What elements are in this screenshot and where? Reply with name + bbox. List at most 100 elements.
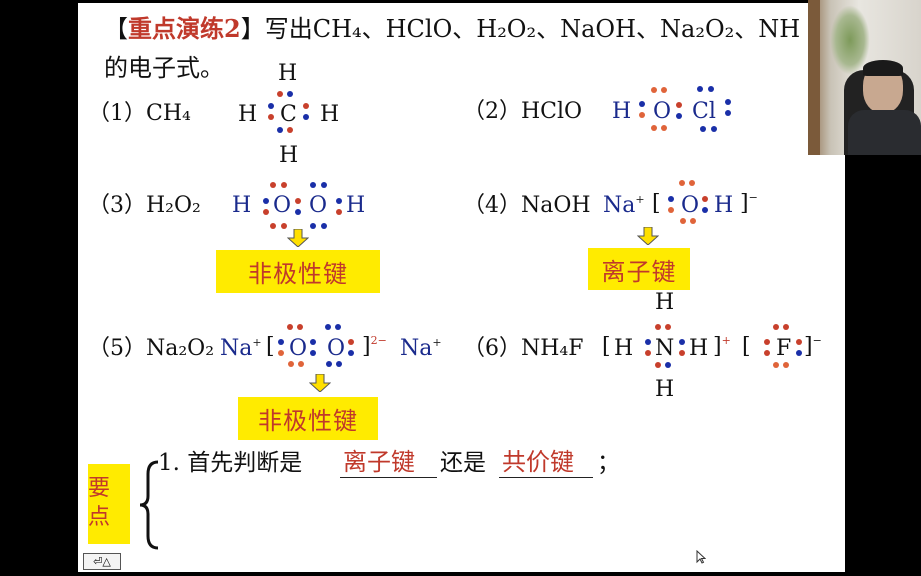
electron-dot bbox=[668, 207, 674, 213]
charge: + bbox=[432, 336, 442, 349]
mouse-cursor-icon bbox=[696, 550, 706, 564]
electron-dot bbox=[690, 218, 696, 224]
electron-dot bbox=[287, 324, 293, 330]
atom-h: H bbox=[346, 193, 366, 218]
label-nonpolar-bond: 非极性键 bbox=[238, 397, 378, 440]
electron-dot bbox=[310, 223, 316, 229]
webcam-person-body bbox=[848, 110, 921, 155]
charge: + bbox=[252, 336, 262, 349]
electron-dot bbox=[764, 350, 770, 356]
electron-dot bbox=[295, 198, 301, 204]
electron-dot bbox=[651, 87, 657, 93]
title-highlight: 重点演练2 bbox=[128, 14, 241, 43]
bracket-left: [ bbox=[652, 191, 661, 216]
electron-dot bbox=[277, 127, 283, 133]
charge: + bbox=[721, 334, 731, 347]
bracket-left: [ bbox=[742, 334, 751, 359]
electron-dot bbox=[651, 125, 657, 131]
electron-dot bbox=[277, 91, 283, 97]
electron-dot bbox=[773, 324, 779, 330]
webcam-person-hair bbox=[863, 60, 903, 76]
down-arrow-icon bbox=[287, 229, 309, 247]
electron-dot bbox=[321, 182, 327, 188]
atom-na: Na bbox=[603, 193, 636, 218]
electron-dot bbox=[263, 198, 269, 204]
electron-dot bbox=[773, 362, 779, 368]
item-5-label: （5）Na₂O₂ bbox=[88, 336, 215, 361]
key-point-1-prefix: 1. 首先判断是 bbox=[158, 450, 303, 476]
electron-dot bbox=[645, 339, 651, 345]
label-nonpolar-bond: 非极性键 bbox=[216, 250, 380, 293]
electron-dot bbox=[287, 91, 293, 97]
atom-c: C bbox=[280, 102, 297, 127]
brace-icon bbox=[139, 460, 159, 550]
electron-dot bbox=[655, 362, 661, 368]
item-2-label: （2）HClO bbox=[463, 99, 583, 124]
webcam-door bbox=[808, 0, 820, 155]
atom-o: O bbox=[327, 336, 346, 361]
electron-dot bbox=[708, 86, 714, 92]
bracket: ] bbox=[740, 191, 749, 216]
atom-o: O bbox=[653, 99, 672, 124]
electron-dot bbox=[268, 103, 274, 109]
webcam-plant bbox=[830, 5, 870, 75]
atom-f: F bbox=[776, 336, 792, 361]
electron-dot bbox=[676, 102, 682, 108]
electron-dot bbox=[281, 182, 287, 188]
item-6-label: （6）NH₄F bbox=[463, 336, 584, 361]
electron-dot bbox=[655, 324, 661, 330]
electron-dot bbox=[796, 339, 802, 345]
bracket-right: ]− bbox=[740, 191, 758, 216]
atom-h: H bbox=[279, 143, 299, 168]
electron-dot bbox=[335, 324, 341, 330]
electron-dot bbox=[665, 324, 671, 330]
charge: − bbox=[812, 334, 822, 347]
slide bbox=[78, 3, 845, 572]
title-text: 写出CH₄、HClO、H₂O₂、NaOH、Na₂O₂、NH bbox=[264, 15, 801, 43]
bracket-left: [ bbox=[266, 334, 275, 359]
blank-answer-1: 离子键 bbox=[343, 448, 415, 476]
electron-dot bbox=[298, 361, 304, 367]
electron-dot bbox=[295, 209, 301, 215]
electron-dot bbox=[270, 223, 276, 229]
electron-dot bbox=[310, 339, 316, 345]
electron-dot bbox=[336, 209, 342, 215]
electron-dot bbox=[679, 180, 685, 186]
atom-h: H bbox=[278, 61, 298, 86]
electron-dot bbox=[281, 223, 287, 229]
electron-dot bbox=[783, 324, 789, 330]
atom-h: H bbox=[689, 336, 709, 361]
bracket: ] bbox=[713, 334, 722, 359]
electron-dot bbox=[336, 198, 342, 204]
electron-dot bbox=[278, 339, 284, 345]
key-points-tag: 要点 bbox=[88, 464, 130, 544]
bracket-left: [ bbox=[602, 334, 611, 359]
bracket: ] bbox=[804, 334, 813, 359]
electron-dot bbox=[310, 350, 316, 356]
electron-dot bbox=[348, 339, 354, 345]
webcam-overlay bbox=[808, 0, 921, 155]
electron-dot bbox=[288, 361, 294, 367]
electron-dot bbox=[348, 350, 354, 356]
atom-h: H bbox=[614, 336, 634, 361]
electron-dot bbox=[639, 112, 645, 118]
electron-dot bbox=[665, 362, 671, 368]
slide-nav-button[interactable]: ⏎△ bbox=[83, 553, 121, 570]
bracket-right: ]2− bbox=[362, 334, 387, 358]
charge: 2− bbox=[370, 334, 387, 347]
atom-o: O bbox=[681, 193, 700, 218]
electron-dot bbox=[297, 324, 303, 330]
blank-underline bbox=[499, 477, 593, 478]
electron-dot bbox=[680, 218, 686, 224]
electron-dot bbox=[702, 196, 708, 202]
charge: − bbox=[748, 191, 758, 204]
key-point-1-end: ； bbox=[597, 450, 620, 476]
atom-o: O bbox=[289, 336, 308, 361]
electron-dot bbox=[326, 361, 332, 367]
electron-dot bbox=[310, 182, 316, 188]
slide-title: 【重点演练2】写出CH₄、HClO、H₂O₂、NaOH、Na₂O₂、NH bbox=[104, 14, 801, 43]
atom-cl: Cl bbox=[692, 99, 716, 124]
electron-dot bbox=[661, 87, 667, 93]
electron-dot bbox=[287, 127, 293, 133]
atom-n: N bbox=[655, 336, 675, 361]
